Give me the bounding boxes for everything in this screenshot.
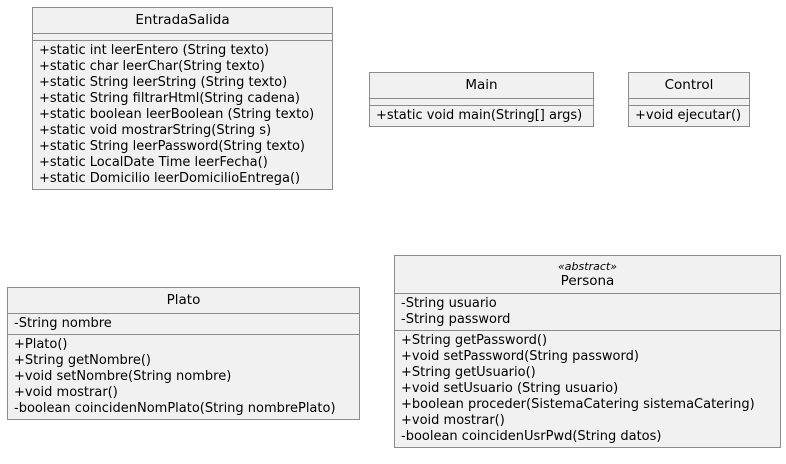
method: +void mostrar() [14, 385, 118, 400]
methods-section: +String getPassword() +void setPassword(… [395, 331, 780, 447]
method: -boolean coincidenUsrPwd(String datos) [401, 429, 662, 444]
method: +static String filtrarHtml(String cadena… [39, 91, 300, 106]
methods-section: +static int leerEntero (String texto) +s… [33, 41, 332, 189]
class-name: Plato [166, 292, 201, 308]
class-header: EntradaSalida [33, 8, 332, 34]
method: +String getPassword() [401, 333, 548, 348]
methods-section: +static void main(String[] args) [370, 106, 593, 126]
methods-section: +Plato() +String getNombre() +void setNo… [8, 335, 359, 419]
methods-section: +void ejecutar() [629, 106, 749, 126]
method: +static String leerPassword(String texto… [39, 139, 306, 154]
attributes-section: -String nombre [8, 314, 359, 335]
attributes-section [370, 99, 593, 106]
class-name: Persona [560, 273, 615, 289]
method: +String getUsuario() [401, 365, 536, 380]
attribute: -String password [401, 312, 511, 327]
attributes-section [629, 99, 749, 106]
method: +String getNombre() [14, 353, 151, 368]
method: +static void main(String[] args) [376, 108, 583, 123]
method: +static void mostrarString(String s) [39, 123, 272, 138]
class-name: EntradaSalida [135, 12, 230, 28]
method: -boolean coincidenNomPlato(String nombre… [14, 401, 336, 416]
class-name: Main [465, 77, 498, 93]
attribute: -String usuario [401, 296, 497, 311]
class-header: «abstract» Persona [395, 256, 780, 294]
class-entradasalida: EntradaSalida +static int leerEntero (St… [32, 7, 333, 190]
method: +static boolean leerBoolean (String text… [39, 107, 315, 122]
attributes-section: -String usuario -String password [395, 294, 780, 331]
class-control: Control +void ejecutar() [628, 72, 750, 127]
attributes-section [33, 34, 332, 41]
method: +static char leerChar(String texto) [39, 59, 265, 74]
method: +static String leerString (String texto) [39, 75, 288, 90]
class-main: Main +static void main(String[] args) [369, 72, 594, 127]
class-header: Plato [8, 288, 359, 314]
attribute: -String nombre [14, 316, 112, 331]
method: +static Domicilio leerDomicilioEntrega() [39, 171, 301, 186]
class-header: Main [370, 73, 593, 99]
method: +void mostrar() [401, 413, 505, 428]
class-persona: «abstract» Persona -String usuario -Stri… [394, 255, 781, 448]
stereotype-label: «abstract» [558, 260, 617, 273]
class-header: Control [629, 73, 749, 99]
method: +static LocalDate Time leerFecha() [39, 155, 268, 170]
method: +void setPassword(String password) [401, 349, 639, 364]
method: +static int leerEntero (String texto) [39, 43, 270, 58]
class-name: Control [664, 77, 714, 93]
method: +Plato() [14, 337, 68, 352]
method: +void setNombre(String nombre) [14, 369, 232, 384]
method: +boolean proceder(SistemaCatering sistem… [401, 397, 755, 412]
class-plato: Plato -String nombre +Plato() +String ge… [7, 287, 360, 420]
method: +void setUsuario (String usuario) [401, 381, 619, 396]
method: +void ejecutar() [635, 108, 742, 123]
